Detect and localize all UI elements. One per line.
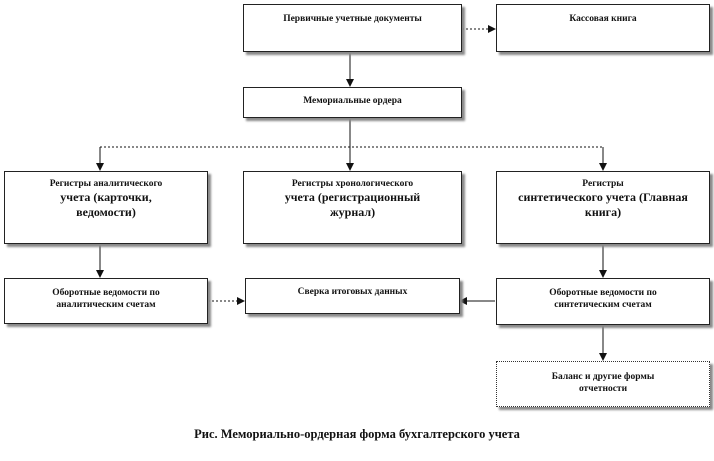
node-cash-book: Кассовая книга [496,4,710,52]
node-balance-line1: Баланс и другие формы [551,372,655,382]
node-turnover-synthetic-line2: синтетическим счетам [554,300,652,310]
node-turnover-analytic-line2: аналитическим счетам [56,300,156,310]
node-reconciliation: Сверка итоговых данных [245,278,460,314]
node-synthetic-registers-line2: синтетического учета (Главная [518,190,688,204]
node-chrono-registers-line1: Регистры хронологического [291,179,414,189]
node-chrono-registers-line2: учета (регистрационный [284,190,421,204]
node-cash-book-label: Кассовая книга [569,14,637,24]
node-turnover-synthetic: Оборотные ведомости по синтетическим сче… [496,278,710,325]
node-memorial-orders: Мемориальные ордера [243,87,462,118]
node-reconciliation-label: Сверка итоговых данных [297,287,408,297]
node-primary-documents: Первичные учетные документы [243,4,462,52]
node-synthetic-registers: Регистры синтетического учета (Главная к… [496,171,710,244]
node-balance-line2: отчетности [578,384,628,394]
node-chrono-registers: Регистры хронологического учета (регистр… [243,171,462,244]
node-synthetic-registers-line3: книга) [584,205,622,219]
node-primary-documents-label: Первичные учетные документы [283,14,422,24]
node-turnover-analytic: Оборотные ведомости по аналитическим сче… [4,278,208,324]
node-analytic-registers: Регистры аналитического учета (карточки,… [4,171,208,244]
node-analytic-registers-line1: Регистры аналитического [49,179,163,189]
node-turnover-analytic-line1: Оборотные ведомости по [52,288,160,298]
node-chrono-registers-line3: журнал) [329,205,376,219]
node-analytic-registers-line2: учета (карточки, [60,190,152,204]
figure-caption: Рис. Мемориально-ордерная форма бухгалте… [194,427,520,441]
node-synthetic-registers-line1: Регистры [582,179,624,189]
node-turnover-synthetic-line1: Оборотные ведомости по [549,288,657,298]
node-balance-reporting: Баланс и другие формы отчетности [496,361,710,407]
node-memorial-orders-label: Мемориальные ордера [303,96,402,106]
node-analytic-registers-line3: ведомости) [76,205,136,219]
